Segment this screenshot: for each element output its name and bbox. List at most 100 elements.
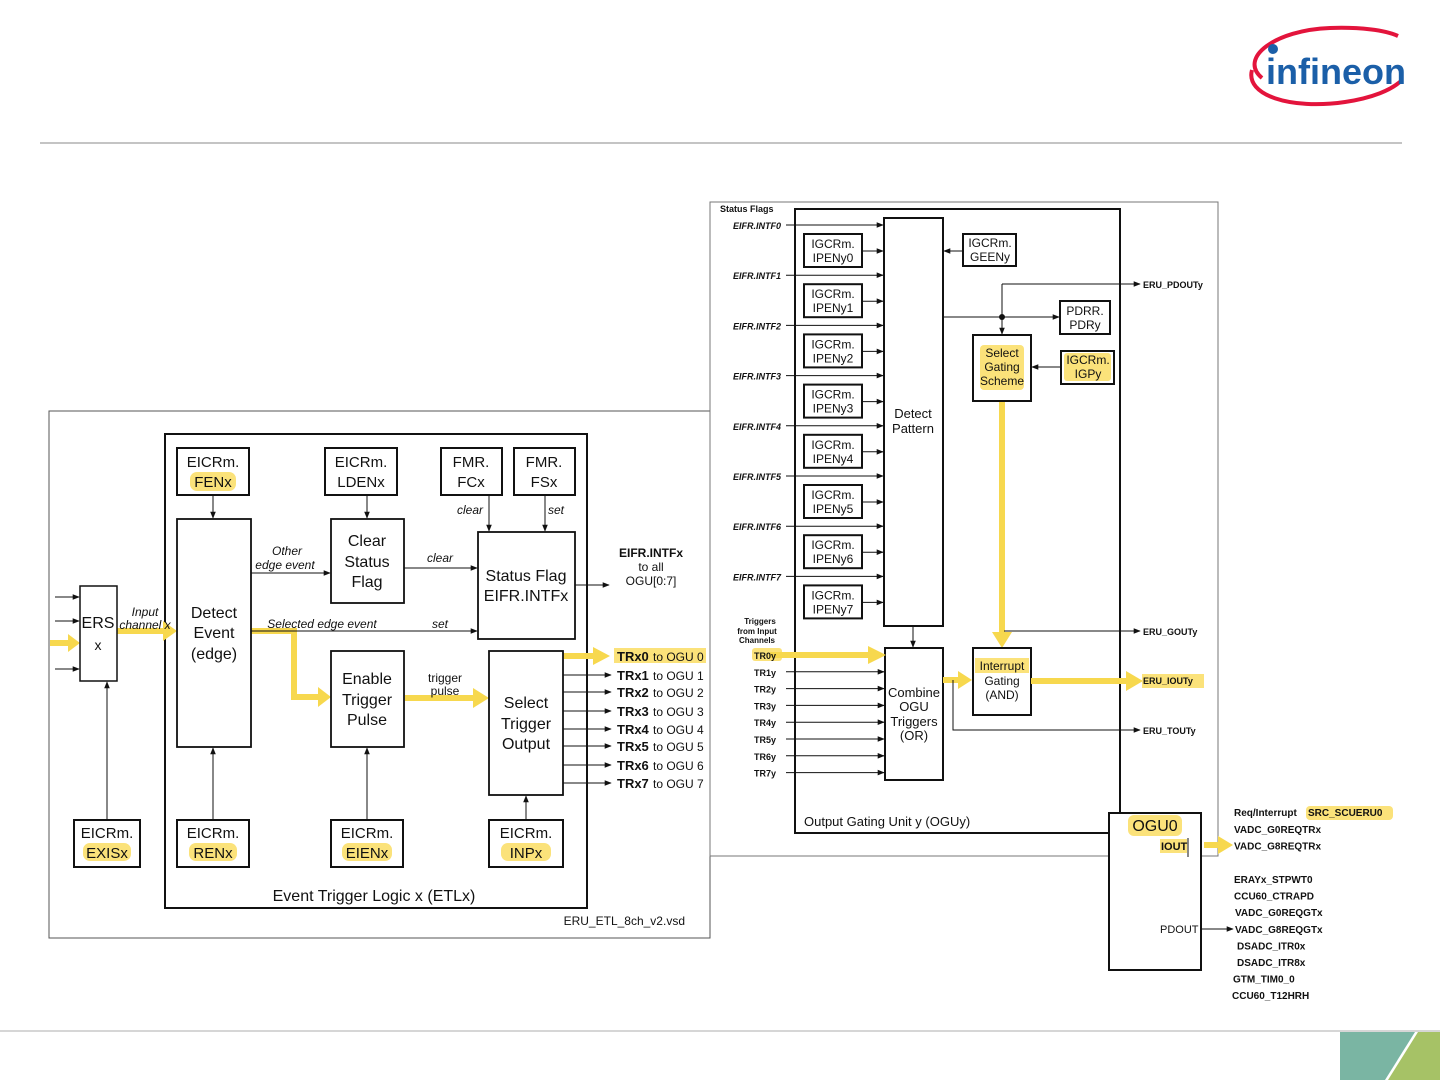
select-trigger-output-block: [488, 650, 564, 796]
pdout-target: DSADC_ITR0x: [1237, 941, 1306, 952]
svg-text:INPx: INPx: [510, 845, 543, 862]
svg-text:IGCRm.: IGCRm.: [811, 538, 854, 552]
svg-text:IGCRm.: IGCRm.: [811, 237, 854, 251]
eru-touty-label: ERU_TOUTy: [1143, 726, 1196, 736]
ogu-box: [794, 208, 1121, 834]
ers-x-label: x: [95, 637, 102, 653]
etl-box: [164, 433, 588, 909]
status-flags-label: Status Flags: [720, 204, 774, 214]
status-flag-label: EIFR.INTF3: [733, 372, 781, 382]
req-interrupt-label: Req/Interrupt: [1234, 808, 1297, 819]
svg-text:(edge): (edge): [191, 646, 237, 663]
svg-text:IPENy0: IPENy0: [813, 251, 854, 265]
footer-teal-band: [1340, 1032, 1415, 1080]
svg-text:FSx: FSx: [531, 474, 558, 491]
svg-text:EICRm.: EICRm.: [187, 825, 240, 842]
status-flag-input: EIFR.INTF3: [733, 372, 884, 382]
trigger-output-dest: to OGU 1: [653, 669, 704, 683]
trigger-input-label: TR1y: [754, 668, 776, 678]
svg-text:trigger: trigger: [428, 671, 462, 685]
reg-igcrm-ipeny: IGCRm.IPENy5: [803, 484, 884, 519]
svg-text:Select: Select: [985, 346, 1019, 360]
status-flag-label: EIFR.INTF1: [733, 271, 781, 281]
eru-iouty-label: ERU_IOUTy: [1143, 676, 1193, 686]
svg-text:clear: clear: [457, 503, 484, 517]
svg-text:EICRm.: EICRm.: [187, 454, 240, 471]
svg-text:Detect: Detect: [894, 406, 932, 421]
status-flag-block: [477, 531, 576, 640]
etl-title: Event Trigger Logic x (ETLx): [273, 888, 476, 905]
svg-text:Interrupt: Interrupt: [980, 659, 1025, 673]
svg-text:IGCRm.: IGCRm.: [811, 438, 854, 452]
ogu0-iout-label: IOUT: [1161, 841, 1188, 853]
svg-text:IPENy4: IPENy4: [813, 452, 854, 466]
iout-target: VADC_G0REQTRx: [1234, 825, 1321, 836]
footer-green-band: [1388, 1032, 1440, 1080]
status-flag-label: EIFR.INTF7: [733, 572, 782, 582]
svg-text:Detect: Detect: [191, 605, 238, 622]
svg-text:Trigger: Trigger: [501, 716, 552, 733]
ogu-title: Output Gating Unit y (OGUy): [804, 814, 970, 829]
svg-text:PDRy: PDRy: [1069, 318, 1100, 332]
reg-eicrm-eienx: EICRm. EIENx: [330, 819, 404, 868]
svg-text:Trigger: Trigger: [342, 692, 393, 709]
status-flag-input: EIFR.INTF5: [733, 472, 884, 482]
etl-diagram: Event Trigger Logic x (ETLx) ERU_ETL_8ch…: [48, 410, 711, 939]
trigger-output-name: TRx3: [617, 704, 649, 719]
svg-text:(AND): (AND): [985, 688, 1018, 702]
clear-status-flag-block: [330, 518, 405, 604]
svg-text:LDENx: LDENx: [337, 474, 385, 491]
svg-text:IGCRm.: IGCRm.: [968, 236, 1011, 250]
pdout-target: VADC_G0REQGTx: [1235, 908, 1323, 919]
trigger-input-label: TR2y: [754, 685, 776, 695]
svg-text:Triggers: Triggers: [890, 714, 938, 729]
detect-event-block: [176, 518, 252, 748]
reg-eicrm-exisx: EICRm. EXISx: [73, 819, 141, 868]
svg-text:IPENy3: IPENy3: [813, 402, 854, 416]
status-flag-label: EIFR.INTF2: [733, 321, 781, 331]
svg-text:Combine: Combine: [888, 685, 940, 700]
svg-text:set: set: [548, 503, 565, 517]
ers-label: ERS: [82, 615, 115, 632]
status-flag-input: EIFR.INTF2: [733, 321, 884, 331]
svg-text:IPENy6: IPENy6: [813, 552, 854, 566]
trigger-input-label: TR5y: [754, 735, 776, 745]
trigger-input-row: TR1y: [754, 668, 885, 678]
svg-text:Flag: Flag: [351, 574, 382, 591]
trigger-input-row: TR6y: [754, 752, 885, 762]
status-flag-inputs: EIFR.INTF0EIFR.INTF1EIFR.INTF2EIFR.INTF3…: [733, 221, 884, 582]
status-flag-input: EIFR.INTF4: [733, 422, 884, 432]
src-scueru0-label: SRC_SCUERU0: [1308, 808, 1383, 819]
trigger-input-label: TR6y: [754, 752, 776, 762]
pdout-target: CCU60_T12HRH: [1232, 991, 1309, 1002]
svg-text:clear: clear: [427, 551, 454, 565]
enable-trigger-pulse-block: [330, 650, 405, 748]
reg-fmr-fsx: FMR. FSx: [513, 447, 576, 496]
reg-igcrm-ipeny: IGCRm.IPENy3: [803, 383, 884, 419]
svg-text:Clear: Clear: [348, 533, 387, 550]
svg-text:pulse: pulse: [431, 684, 460, 698]
svg-text:RENx: RENx: [193, 845, 233, 862]
svg-text:Channels: Channels: [739, 636, 776, 645]
svg-text:EICRm.: EICRm.: [335, 454, 388, 471]
svg-text:Status Flag: Status Flag: [486, 568, 567, 585]
reg-igcrm-geeny: IGCRm. GEENy: [962, 233, 1017, 267]
trigger-output-dest: to OGU 5: [653, 740, 704, 754]
trigger-input-row: TR3y: [754, 701, 885, 711]
pdout-target: ERAYx_STPWT0: [1234, 875, 1313, 886]
svg-text:IGPy: IGPy: [1075, 367, 1102, 381]
trigger-input-row: TR2y: [754, 685, 885, 695]
highlight-flow: [50, 621, 610, 708]
trigger-output-name: TRx4: [617, 722, 650, 737]
svg-text:Pulse: Pulse: [347, 712, 387, 729]
reg-igcrm-ipeny: IGCRm.IPENy0: [803, 233, 884, 268]
pdout-target: CCU60_CTRAPD: [1234, 892, 1314, 903]
